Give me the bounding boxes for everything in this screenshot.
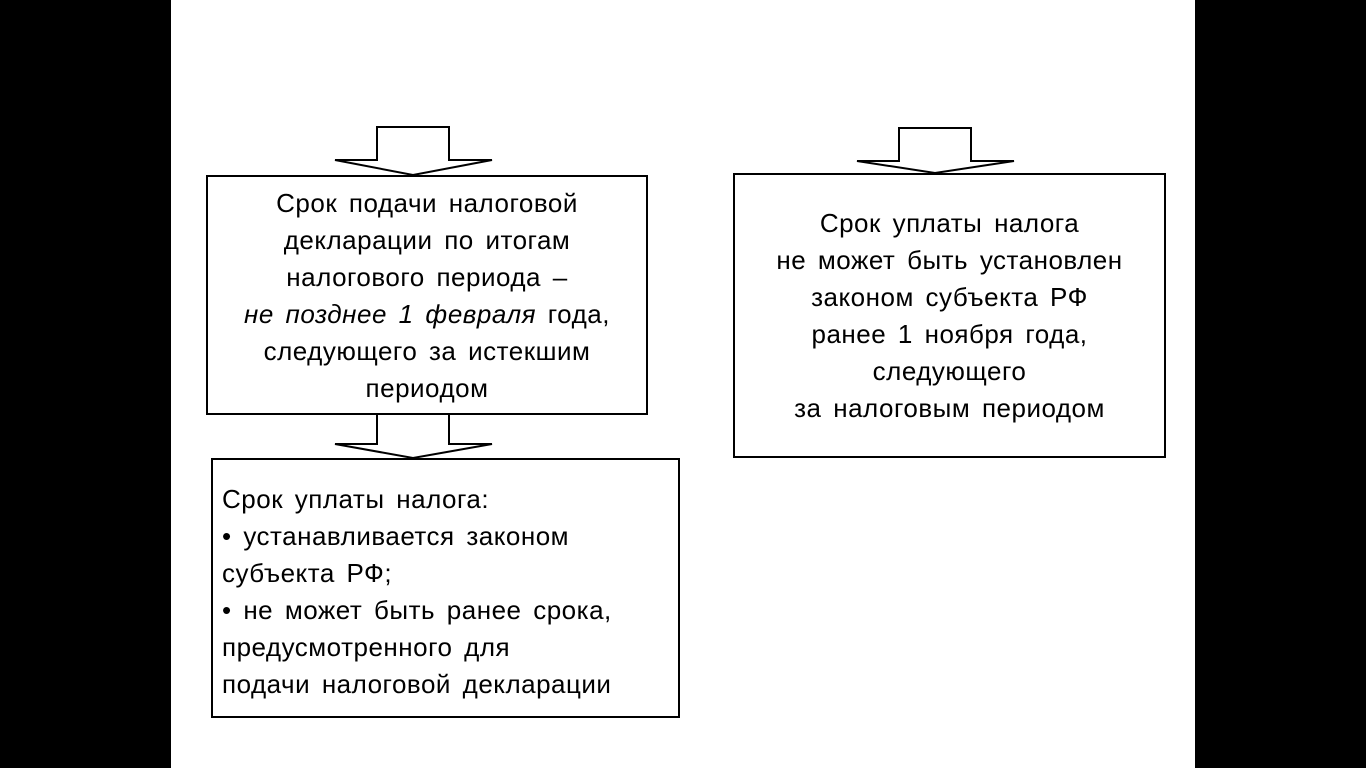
limit-line-3: законом субъекта РФ bbox=[811, 282, 1088, 312]
declaration-line-3: налогового периода – bbox=[286, 262, 568, 292]
down-arrow-icon bbox=[856, 127, 1015, 175]
declaration-line-5: следующего за истекшим bbox=[263, 336, 591, 366]
limit-line-4: ранее 1 ноября года, bbox=[811, 319, 1088, 349]
limit-line-6: за налоговым периодом bbox=[794, 393, 1105, 423]
limit-line-5: следующего bbox=[872, 356, 1027, 386]
payment-line-1: Срок уплаты налога: bbox=[222, 484, 490, 514]
declaration-line-1: Срок подачи налоговой bbox=[276, 188, 578, 218]
down-arrow-icon bbox=[334, 126, 493, 177]
payment-line-3: субъекта РФ; bbox=[222, 558, 393, 588]
payment-limit-box: Срок уплаты налога не может быть установ… bbox=[733, 173, 1166, 458]
limit-line-1: Срок уплаты налога bbox=[819, 208, 1080, 238]
declaration-line-4: не позднее 1 февраля года, bbox=[208, 296, 646, 333]
limit-line-2: не может быть установлен bbox=[776, 245, 1123, 275]
declaration-line-6: периодом bbox=[365, 373, 489, 403]
down-arrow-icon bbox=[334, 412, 493, 460]
declaration-deadline-date: не позднее 1 февраля bbox=[244, 299, 537, 329]
payment-line-2: • устанавливается законом bbox=[222, 521, 570, 551]
declaration-line-4-rest: года, bbox=[536, 299, 610, 329]
declaration-deadline-box: Срок подачи налоговой декларации по итог… bbox=[206, 175, 648, 415]
payment-line-5: предусмотренного для bbox=[222, 632, 511, 662]
declaration-line-2: декларации по итогам bbox=[283, 225, 571, 255]
payment-line-4: • не может быть ранее срока, bbox=[222, 595, 612, 625]
payment-line-6: подачи налоговой декларации bbox=[222, 669, 612, 699]
tax-payment-box: Срок уплаты налога: • устанавливается за… bbox=[211, 458, 680, 718]
